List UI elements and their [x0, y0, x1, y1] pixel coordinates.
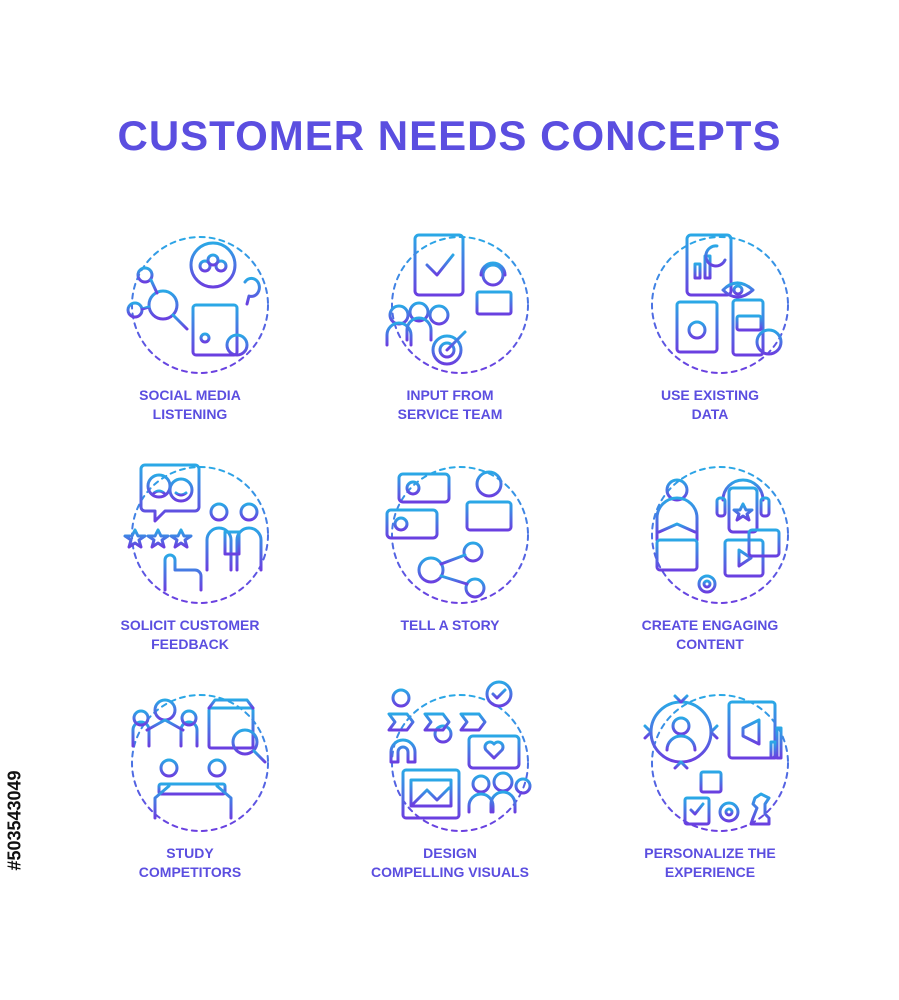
page-title: CUSTOMER NEEDS CONCEPTS — [117, 112, 782, 159]
concept-label: USE EXISTING DATA — [660, 387, 760, 422]
existing-data-icon — [651, 233, 789, 374]
concept-label: SOLICIT CUSTOMER FEEDBACK — [120, 617, 260, 652]
compelling-visuals-icon — [387, 680, 532, 832]
concept-label: INPUT FROM SERVICE TEAM — [397, 387, 503, 422]
concept-label: PERSONALIZE THE EXPERIENCE — [644, 845, 776, 880]
service-team-icon — [385, 233, 529, 374]
concept-input-from-service-team: INPUT FROM SERVICE TEAM — [320, 230, 580, 440]
concept-label: TELL A STORY — [400, 617, 500, 633]
engaging-content-icon — [651, 466, 789, 604]
concept-use-existing-data: USE EXISTING DATA — [580, 230, 840, 440]
concept-create-engaging-content: CREATE ENGAGING CONTENT — [580, 460, 840, 670]
concept-personalize-the-experience: PERSONALIZE THE EXPERIENCE — [580, 688, 840, 898]
concept-design-compelling-visuals: DESIGN COMPELLING VISUALS — [320, 680, 580, 898]
concept-solicit-customer-feedback: SOLICIT CUSTOMER FEEDBACK — [60, 460, 320, 670]
customer-feedback-icon — [123, 463, 269, 604]
concept-tell-a-story: TELL A STORY — [320, 460, 580, 670]
concept-label: STUDY COMPETITORS — [138, 845, 242, 880]
stock-id-watermark: #503543049 — [2, 740, 28, 900]
concept-study-competitors: STUDY COMPETITORS — [60, 688, 320, 898]
concept-label: CREATE ENGAGING CONTENT — [641, 617, 779, 652]
concept-social-media-listening: SOCIAL MEDIA LISTENING — [60, 230, 320, 440]
social-media-listening-icon — [126, 236, 269, 374]
concept-label: DESIGN COMPELLING VISUALS — [371, 845, 529, 880]
stock-id-text: #503543049 — [4, 769, 25, 871]
study-competitors-icon — [131, 694, 269, 832]
tell-a-story-icon — [385, 466, 529, 604]
concept-label: SOCIAL MEDIA LISTENING — [139, 387, 241, 422]
personalize-experience-icon — [643, 694, 789, 832]
